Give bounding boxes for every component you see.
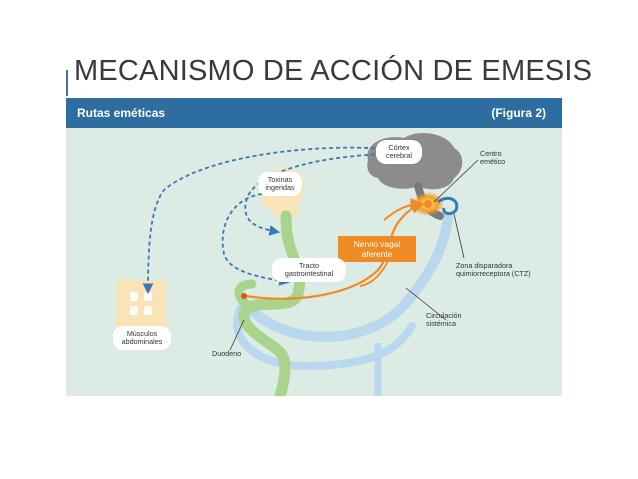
slide-title: MECANISMO DE ACCIÓN DE EMESIS xyxy=(74,55,592,88)
toxins-bubble: Toxinas ingeridas xyxy=(258,172,302,196)
gi-origin-dot xyxy=(241,293,247,299)
title-accent-bar xyxy=(66,70,68,96)
emetic-center xyxy=(424,200,432,208)
vagal-nerve-box: Nervio vagal aferente xyxy=(338,236,416,262)
abdominal-muscles-bubble: Músculos abdominales xyxy=(113,326,171,350)
pathway-diagram xyxy=(66,98,562,396)
emetic-pathways-figure: Rutas eméticas (Figura 2) xyxy=(66,98,562,396)
cortex-bubble: Córtex cerebral xyxy=(376,140,422,164)
emetic-center-label: Centro emético xyxy=(480,150,505,167)
gi-tract-bubble: Tracto gastrointestinal xyxy=(272,258,346,282)
circulation-label: Circulación sistémica xyxy=(426,312,462,329)
leader-ctz xyxy=(454,214,464,258)
ctz-label: Zona disparadora quimiorreceptora (CTZ) xyxy=(456,262,531,279)
duodenum-label: Duodeno xyxy=(212,350,241,358)
